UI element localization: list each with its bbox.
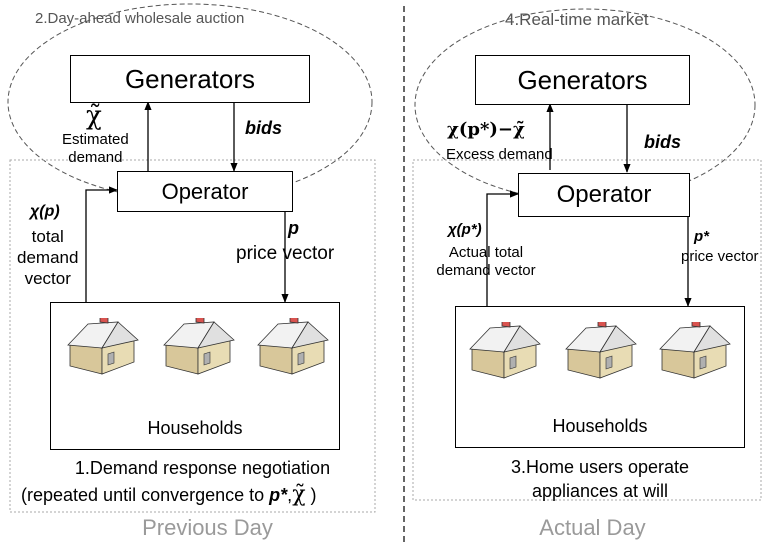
right-generators-label: Generators: [517, 64, 648, 95]
right-excess-formula: χ(p*)−χ̃: [447, 119, 525, 140]
left-generators-box: Generators: [70, 55, 310, 103]
right-total-demand-arrow: [486, 190, 519, 306]
left-chi-tilde: χ̃: [86, 101, 102, 131]
right-pstar-label: p*: [694, 228, 709, 245]
left-negotiation-chi: χ̃: [292, 482, 306, 507]
right-house-1-icon: [469, 322, 541, 379]
right-operate-line2: appliances at will: [531, 481, 669, 501]
left-total-demand-arrow: [85, 186, 118, 302]
right-bids-label: bids: [644, 132, 682, 152]
right-actual-total-label: Actual total demand vector: [436, 244, 536, 279]
left-operator-label: Operator: [161, 178, 249, 204]
right-house-2-icon: [565, 322, 637, 379]
left-chi-p-label: χ(p): [30, 203, 60, 220]
right-operate-line1: 3.Home users operate: [510, 457, 690, 477]
left-negotiation-sep: ,: [287, 485, 293, 505]
left-auction-label: 2.Day-ahead wholesale auction: [35, 10, 245, 27]
left-generators-label: Generators: [124, 63, 256, 94]
left-operator-box: Operator: [117, 171, 293, 212]
right-day-label: Actual Day: [539, 515, 646, 540]
left-negotiation-suffix: ): [305, 485, 317, 505]
right-operate-frame: [412, 159, 762, 501]
left-house-3-icon: [257, 318, 329, 375]
left-negotiation-frame: [9, 159, 376, 513]
left-bids-label: bids: [245, 118, 283, 138]
left-negotiation-pstar: p*: [269, 485, 288, 505]
left-negotiation-line1: 1.Demand response negotiation: [74, 458, 331, 478]
right-house-3-icon: [659, 322, 731, 379]
right-excess-demand-label: Excess demand: [446, 146, 553, 163]
left-house-2-icon: [163, 318, 235, 375]
left-price-vector-label: price vector: [236, 243, 335, 264]
right-chi-pstar-label: χ(p*): [448, 221, 482, 238]
left-house-1-icon: [67, 318, 139, 375]
right-generators-box: Generators: [475, 55, 690, 105]
left-negotiation-prefix: (repeated until convergence to: [21, 485, 270, 505]
left-estimated-demand-label: Estimated demand: [62, 131, 129, 166]
right-operator-box: Operator: [518, 173, 690, 217]
right-operator-label: Operator: [556, 181, 652, 208]
left-negotiation-line2: (repeated until convergence to p*,χ̃ ): [21, 484, 317, 506]
right-market-label: 4.Real-time market: [505, 10, 649, 29]
left-households-label: Households: [147, 418, 243, 438]
left-day-label: Previous Day: [142, 515, 273, 540]
right-price-vector-label: price vector: [681, 248, 759, 265]
left-p-label: p: [288, 218, 299, 238]
right-households-label: Households: [552, 416, 648, 436]
left-total-demand-label: total demand vector: [17, 227, 79, 288]
